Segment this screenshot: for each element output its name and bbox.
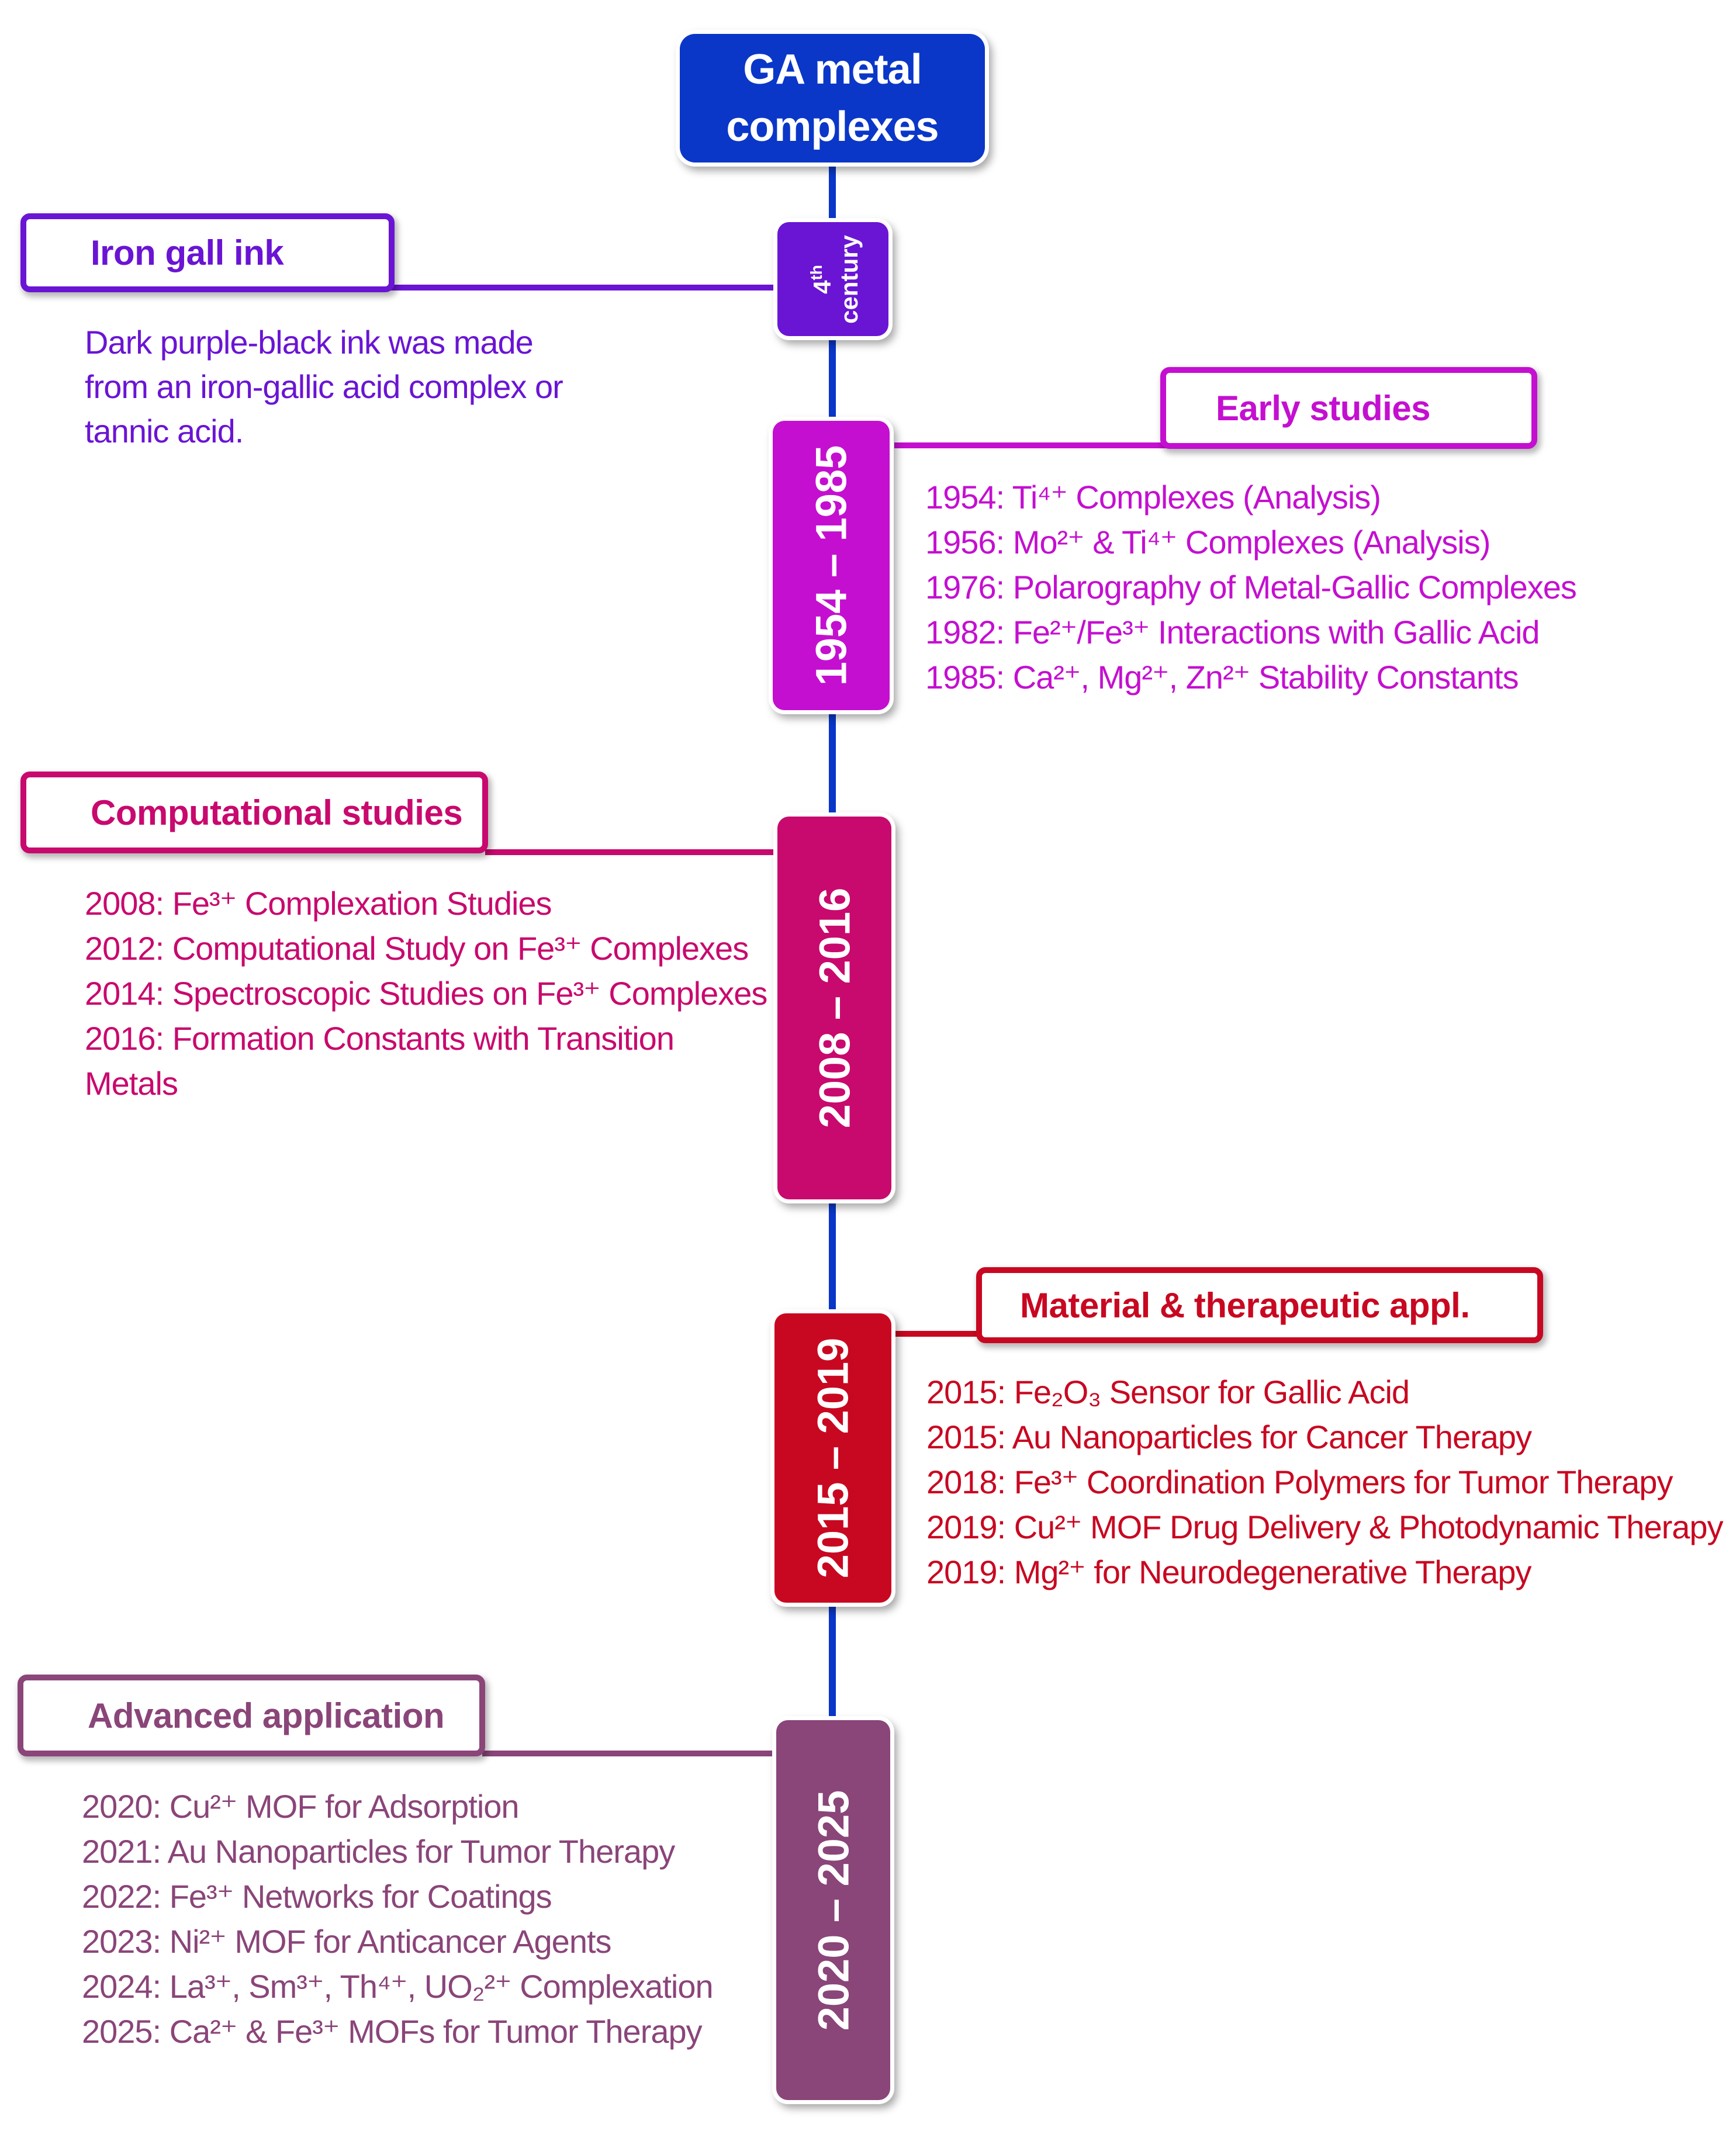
entry: 2015: Fe₂O₃ Sensor for Gallic Acid (926, 1374, 1410, 1410)
entry: 2018: Fe³⁺ Coordination Polymers for Tum… (926, 1464, 1673, 1500)
entry: 2014: Spectroscopic Studies on Fe³⁺ Comp… (85, 975, 767, 1012)
era-badge-1954-1985: 1954 – 1985 (773, 421, 890, 710)
entries-material-therapeutic: 2015: Fe₂O₃ Sensor for Gallic Acid 2015:… (926, 1369, 1724, 1594)
heading-box-material-therapeutic: Material & therapeutic appl. (976, 1267, 1543, 1343)
entry: 2019: Mg²⁺ for Neurodegenerative Therapy (926, 1554, 1531, 1590)
timeline-title-box: GA metal complexes (680, 34, 985, 162)
era-badge-2020-2025: 2020 – 2025 (776, 1720, 890, 2100)
description-iron-gall-ink: Dark purple-black ink was made from an i… (85, 324, 563, 449)
entry: 2012: Computational Study on Fe³⁺ Comple… (85, 930, 749, 967)
era-period: 2008 – 2016 (810, 887, 859, 1129)
entries-computational-studies: 2008: Fe³⁺ Complexation Studies 2012: Co… (85, 881, 767, 1106)
heading-box-advanced-application: Advanced application (18, 1675, 485, 1756)
heading-box-early-studies: Early studies (1160, 367, 1537, 449)
heading-computational-studies: Computational studies (91, 793, 463, 832)
entry: 2015: Au Nanoparticles for Cancer Therap… (926, 1419, 1532, 1455)
entry: 2016: Formation Constants with Transitio… (85, 1020, 675, 1102)
era-period: 1954 – 1985 (807, 445, 856, 686)
era-period-number: 4 (808, 280, 836, 294)
entry: 2019: Cu²⁺ MOF Drug Delivery & Photodyna… (926, 1509, 1724, 1545)
entry: 2024: La³⁺, Sm³⁺, Th⁴⁺, UO₂²⁺ Complexati… (82, 1968, 714, 2005)
heading-iron-gall-ink: Iron gall ink (91, 233, 284, 272)
era-period-suffix: th (807, 264, 825, 281)
heading-box-computational-studies: Computational studies (20, 772, 488, 853)
era-period: 2015 – 2019 (808, 1337, 857, 1579)
heading-advanced-application: Advanced application (88, 1696, 445, 1735)
entry: 1985: Ca²⁺, Mg²⁺, Zn²⁺ Stability Constan… (925, 659, 1519, 696)
entry: 1954: Ti⁴⁺ Complexes (Analysis) (925, 479, 1381, 516)
heading-early-studies: Early studies (1216, 388, 1431, 428)
entry: 2020: Cu²⁺ MOF for Adsorption (82, 1788, 520, 1825)
entry: 2025: Ca²⁺ & Fe³⁺ MOFs for Tumor Therapy (82, 2013, 703, 2050)
entry: 2023: Ni²⁺ MOF for Anticancer Agents (82, 1923, 612, 1960)
entry: 1956: Mo²⁺ & Ti⁴⁺ Complexes (Analysis) (925, 524, 1491, 561)
entry: 2021: Au Nanoparticles for Tumor Therapy (82, 1833, 675, 1870)
era-badge-2008-2016: 2008 – 2016 (777, 817, 891, 1199)
entries-advanced-application: 2020: Cu²⁺ MOF for Adsorption 2021: Au N… (82, 1784, 714, 2054)
heading-box-iron-gall-ink: Iron gall ink (20, 213, 395, 292)
entry: 2008: Fe³⁺ Complexation Studies (85, 885, 552, 922)
entry: 2022: Fe³⁺ Networks for Coatings (82, 1878, 552, 1915)
entry: 1976: Polarography of Metal-Gallic Compl… (925, 569, 1577, 606)
entry: 1982: Fe²⁺/Fe³⁺ Interactions with Gallic… (925, 614, 1540, 651)
timeline-title: GA metal complexes (726, 46, 939, 150)
era-period-word: century (835, 234, 863, 324)
heading-material-therapeutic: Material & therapeutic appl. (1020, 1285, 1470, 1325)
era-period: 2020 – 2025 (809, 1790, 857, 2031)
era-badge-4th-century: 4th century (777, 222, 888, 336)
era-badge-2015-2019: 2015 – 2019 (774, 1313, 891, 1603)
entries-early-studies: 1954: Ti⁴⁺ Complexes (Analysis) 1956: Mo… (925, 475, 1577, 700)
